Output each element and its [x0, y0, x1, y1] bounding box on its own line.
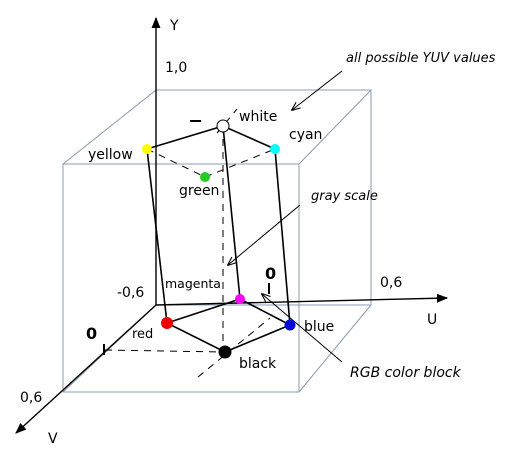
- y-max-label: 1,0: [165, 60, 187, 76]
- hidden-edge-yellow-green: [146, 148, 206, 178]
- zero-label-left: 0: [86, 324, 97, 343]
- zero-dashed-line: [104, 349, 224, 353]
- label-black: black: [239, 356, 277, 372]
- rgb-block: [146, 125, 291, 353]
- label-red: red: [132, 327, 153, 342]
- arrow-rgb-block: [262, 294, 343, 363]
- edge-magenta-blue: [239, 298, 291, 326]
- v-axis: [15, 304, 157, 434]
- edge-cyan-blue: [274, 148, 291, 326]
- tick-marks: [103, 120, 270, 355]
- label-white: white: [239, 109, 277, 125]
- annotation-rgb-block: RGB color block: [350, 365, 462, 381]
- vertex-magenta: [235, 294, 245, 304]
- u-axis-label: U: [427, 312, 437, 328]
- axes: [15, 16, 449, 434]
- label-green: green: [179, 183, 219, 199]
- edge-red-black: [166, 322, 226, 353]
- label-blue: blue: [304, 319, 334, 335]
- vertex-blue: [284, 319, 296, 331]
- hidden-edge-green-cyan: [204, 148, 276, 178]
- u-max-label: 0,6: [380, 275, 402, 291]
- arrow-yuv-values: [292, 70, 343, 110]
- v-max-label: 0,6: [20, 390, 42, 406]
- vertex-green: [200, 172, 210, 182]
- vertices: [142, 119, 296, 359]
- label-magenta: magenta: [165, 276, 221, 291]
- vertex-red: [161, 317, 173, 329]
- vertex-yellow: [142, 144, 152, 154]
- vertex-cyan: [270, 144, 280, 154]
- label-yellow: yellow: [88, 147, 133, 163]
- edge-white-yellow: [146, 125, 224, 150]
- label-cyan: cyan: [289, 127, 322, 143]
- edge-white-cyan: [222, 125, 276, 150]
- yuv-box-edge: [298, 89, 372, 165]
- annotation-yuv-values: all possible YUV values: [346, 51, 496, 66]
- annotation-arrows: [228, 70, 343, 363]
- v-axis-label: V: [48, 431, 58, 447]
- y-axis-label: Y: [169, 18, 179, 34]
- zero-label-right: 0: [265, 264, 276, 283]
- edge-white-magenta: [222, 125, 241, 300]
- annotation-gray-scale: gray scale: [311, 189, 378, 204]
- yuv-box-edge: [62, 89, 157, 165]
- edge-red-magenta: [166, 298, 241, 324]
- edge-yellow-red: [146, 148, 168, 324]
- yuv-box-edge: [298, 304, 372, 393]
- u-axis: [155, 293, 449, 306]
- arrow-gray-scale: [228, 204, 301, 265]
- yuv-box: [62, 89, 372, 393]
- diagonal-guide: [197, 317, 271, 378]
- u-min-label: -0,6: [117, 285, 144, 301]
- vertex-black: [218, 345, 232, 359]
- vertex-white: [216, 119, 230, 133]
- edge-black-blue: [224, 324, 291, 353]
